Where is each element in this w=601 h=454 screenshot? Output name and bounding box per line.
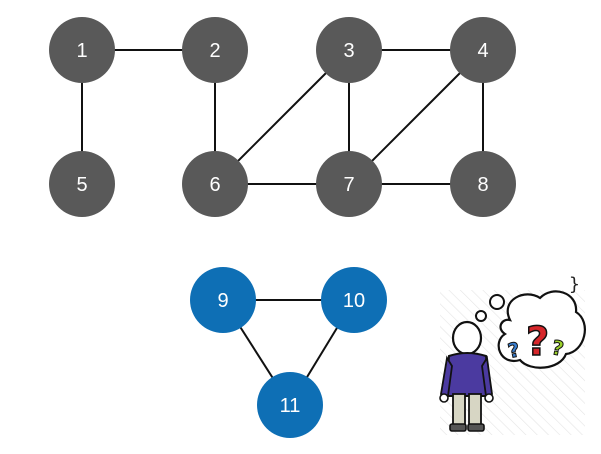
node-circle [316, 17, 382, 83]
node-10: 10 [321, 267, 387, 333]
node-label: 7 [343, 174, 354, 196]
node-circle [49, 151, 115, 217]
node-11: 11 [257, 372, 323, 438]
node-label: 3 [343, 40, 354, 62]
node-label: 1 [76, 40, 87, 62]
confused-person-question-marks-icon: ? ? ? [439, 290, 586, 435]
closing-brace: } [569, 274, 580, 295]
node-label: 9 [217, 290, 228, 312]
nodes-layer: 1 2 3 4 5 6 7 8 9 10 11 [49, 17, 516, 438]
node-3: 3 [316, 17, 382, 83]
node-label: 2 [209, 40, 220, 62]
svg-text:?: ? [526, 319, 549, 365]
node-5: 5 [49, 151, 115, 217]
node-7: 7 [316, 151, 382, 217]
node-4: 4 [450, 17, 516, 83]
node-label: 10 [343, 290, 365, 312]
node-1: 1 [49, 17, 115, 83]
node-label: 8 [477, 174, 488, 196]
svg-text:?: ? [506, 337, 522, 363]
node-circle [182, 151, 248, 217]
node-2: 2 [182, 17, 248, 83]
node-9: 9 [190, 267, 256, 333]
node-circle [321, 267, 387, 333]
node-circle [316, 151, 382, 217]
node-circle [450, 151, 516, 217]
node-label: 5 [76, 174, 87, 196]
edges-layer [81, 49, 484, 406]
node-label: 6 [209, 174, 220, 196]
node-circle [190, 267, 256, 333]
svg-text:?: ? [550, 335, 566, 361]
node-circle [182, 17, 248, 83]
node-8: 8 [450, 151, 516, 217]
node-circle [257, 372, 323, 438]
node-label: 4 [477, 40, 488, 62]
node-label: 11 [280, 395, 301, 417]
node-circle [450, 17, 516, 83]
node-circle [49, 17, 115, 83]
node-6: 6 [182, 151, 248, 217]
